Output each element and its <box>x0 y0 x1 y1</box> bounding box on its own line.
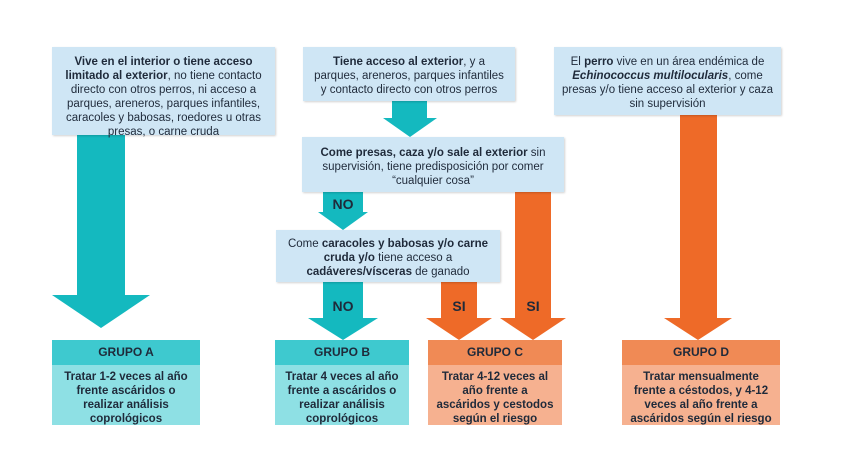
outdoor-condition-box: Tiene acceso al exterior, y a parques, a… <box>303 47 515 101</box>
endemic-species-name: Echinococcus multilocularis <box>572 70 729 82</box>
snails-text-1: Come <box>287 238 322 250</box>
indoor-condition-box: Vive en el interior o tiene acceso limit… <box>52 47 275 138</box>
no-label-snails: NO <box>332 298 354 314</box>
group-b-box: GRUPO B Tratar 4 veces al año frente a a… <box>275 340 409 425</box>
prey-condition-text: sin supervisión, tiene predisposición po… <box>322 147 546 187</box>
indoor-condition-bold: Vive en el interior o tiene acceso limit… <box>65 56 253 82</box>
snails-text-3: de ganado <box>411 266 470 278</box>
group-b-title: GRUPO B <box>275 340 409 365</box>
endemic-condition-box: El perro vive en un área endémica de Ech… <box>554 47 781 115</box>
no-label-prey: NO <box>332 196 354 212</box>
group-a-box: GRUPO A Tratar 1-2 veces al año frente a… <box>52 340 200 425</box>
indoor-condition-text: , no tiene contacto directo con otros pe… <box>66 70 262 138</box>
group-d-title: GRUPO D <box>622 340 780 365</box>
endemic-text-2: vive en un área endémica de <box>613 56 765 68</box>
group-c-title: GRUPO C <box>428 340 562 365</box>
snails-condition-box: Come caracoles y babosas y/o carne cruda… <box>276 230 500 282</box>
group-c-text: Tratar 4-12 veces al año frente a ascári… <box>428 365 562 425</box>
snails-text-2: tiene acceso a <box>374 252 453 264</box>
prey-condition-bold: Come presas, caza y/o sale al exterior <box>320 147 528 159</box>
endemic-text-1: El <box>570 56 585 68</box>
endemic-bold-1: perro <box>584 56 614 68</box>
group-d-box: GRUPO D Tratar mensualmente frente a cés… <box>622 340 780 425</box>
si-label-snails: SI <box>452 298 466 314</box>
arrow-si-prey-to-group-c <box>500 192 566 340</box>
outdoor-condition-bold: Tiene acceso al exterior <box>333 56 464 68</box>
arrow-to-group-a <box>52 135 150 328</box>
group-a-title: GRUPO A <box>52 340 200 365</box>
si-label-prey: SI <box>526 298 540 314</box>
arrow-outdoor-to-prey <box>383 101 437 137</box>
arrow-si-snails-to-group-c <box>426 282 492 340</box>
group-a-text: Tratar 1-2 veces al año frente ascáridos… <box>52 365 200 425</box>
endemic-text-3: , come presas y/o tiene acceso al exteri… <box>562 70 773 110</box>
snails-bold-1: caracoles y babosas y/o carne cruda y/o <box>321 238 489 264</box>
arrow-no-to-snails <box>318 192 368 230</box>
arrow-no-to-group-b <box>308 282 378 340</box>
prey-condition-box: Come presas, caza y/o sale al exterior s… <box>302 137 564 192</box>
group-c-box: GRUPO C Tratar 4-12 veces al año frente … <box>428 340 562 425</box>
outdoor-condition-text: , y a parques, areneros, parques infanti… <box>314 56 504 96</box>
group-d-text: Tratar mensualmente frente a céstodos, y… <box>622 365 780 425</box>
group-b-text: Tratar 4 veces al año frente a ascáridos… <box>275 365 409 425</box>
arrow-to-group-d <box>664 115 732 340</box>
snails-bold-2: cadáveres/vísceras <box>306 266 412 278</box>
